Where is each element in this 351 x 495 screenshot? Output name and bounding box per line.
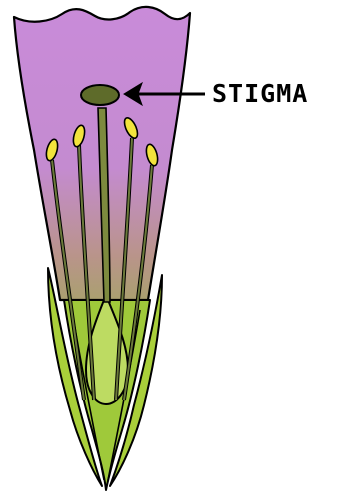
stigma-label: STIGMA xyxy=(212,79,308,108)
stigma xyxy=(81,85,119,105)
